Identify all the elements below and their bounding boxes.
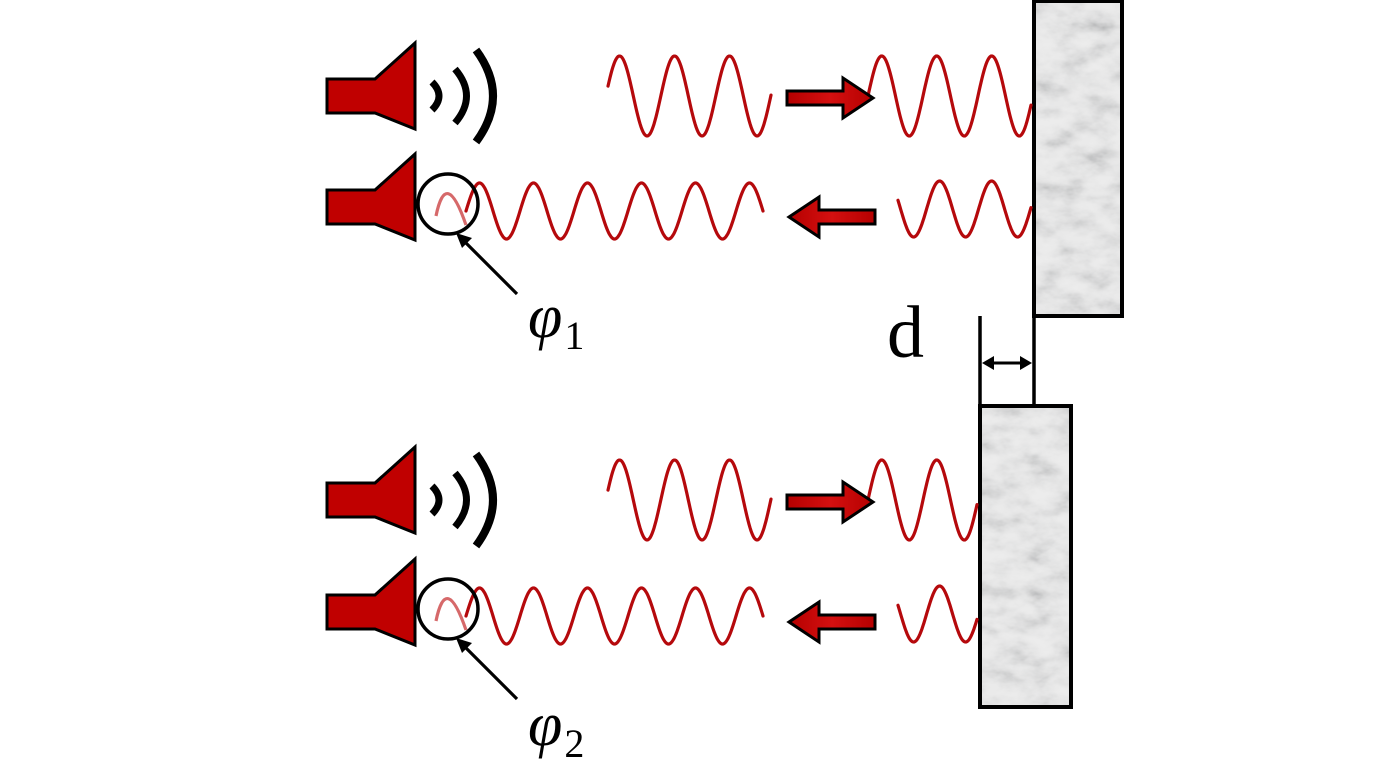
arrow-left-icon [786,599,877,645]
sound-wave-arc [429,483,443,517]
speaker-icon [325,555,417,648]
arrow-left-icon [786,194,877,240]
speaker-icon [325,39,417,132]
sound-wave-arc [472,47,497,145]
arrow-right-icon [785,479,876,525]
outgoing-wave-segment [606,54,773,138]
reflected-wave-segment [464,181,765,241]
outgoing-wave-segment [866,54,1033,138]
panel-top [325,39,1033,296]
arrow-right-head-icon [1020,356,1032,370]
reflected-wave-segment [464,586,765,646]
circle-marker-icon [416,577,480,641]
outgoing-wave-segment [606,458,773,542]
phase-wave-fragment [434,597,468,631]
receiving-speaker [325,150,417,243]
sound-wave-arc [452,470,470,530]
phase-wave-fragment [434,192,468,226]
emitting-speaker [325,39,497,145]
speaker-icon [325,150,417,243]
speaker-icon [325,443,417,536]
arrow-right-icon [785,75,876,121]
pointer-arrow-line [461,238,519,296]
reflected-wave-segment [896,179,1033,239]
wall-texture [1034,1,1122,316]
phase-symbol: φ [528,283,563,351]
sound-wave-arc [472,451,497,549]
phase-label-2: φ2 [528,691,584,764]
pointer-arrow-head-icon [456,638,472,653]
wall-texture [980,406,1071,707]
wall-outline [1032,0,1124,318]
sound-waves-icon [429,451,497,549]
pointer-arrow-line [461,643,519,701]
displacement-indicator [978,316,1036,408]
phase-label-1: φ1 [528,283,584,356]
sound-waves-icon [429,47,497,145]
arrow-left-head-icon [982,356,994,370]
panel-bottom [325,443,979,701]
displacement-label: d [887,292,924,374]
reference-wall [1032,0,1124,318]
phase-subscript: 2 [564,721,585,766]
sound-wave-arc [429,79,443,113]
sound-wave-arc [452,66,470,126]
reflected-wave-segment [896,584,979,644]
displaced-wall [978,404,1073,709]
circle-marker-icon [416,172,480,236]
wall-outline [978,404,1073,709]
pointer-arrow-head-icon [456,233,472,248]
receiving-speaker [325,555,417,648]
emitting-speaker [325,443,497,549]
phase-symbol: φ [528,691,563,759]
outgoing-wave-segment [866,458,979,542]
phase-subscript: 1 [564,313,585,358]
